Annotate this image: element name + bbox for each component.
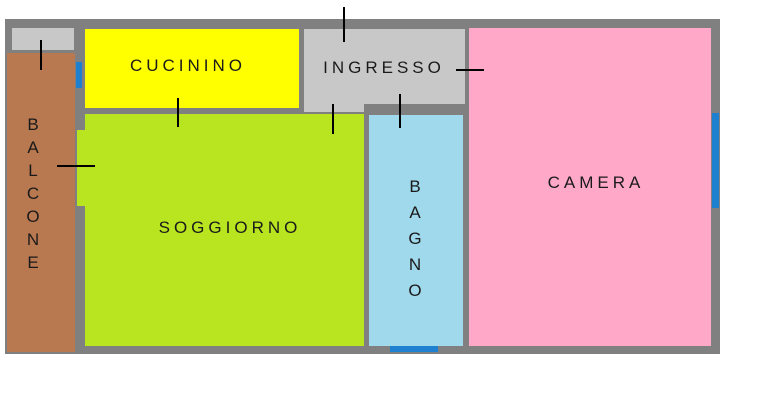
bagno-label-letter: A	[409, 203, 424, 222]
label-cucinino: CUCININO	[130, 56, 246, 75]
door-markers	[40, 7, 484, 167]
label-ingresso: INGRESSO	[323, 58, 445, 77]
room-bagno	[369, 115, 463, 346]
balcone-label-letter: O	[26, 207, 43, 226]
room-cucinino	[85, 29, 299, 108]
balcone-label-letter: L	[28, 161, 41, 180]
window-camera	[712, 113, 719, 208]
label-soggiorno: SOGGIORNO	[159, 218, 302, 237]
room-balcone	[7, 53, 75, 352]
bagno-label-letter: B	[409, 177, 424, 196]
room-soggiorno	[77, 114, 364, 346]
room-ingresso	[304, 29, 465, 112]
balcone-label-letter: N	[27, 230, 43, 249]
balcone-label-letter: A	[27, 138, 42, 157]
bagno-label-letter: N	[409, 255, 425, 274]
window-bagno	[390, 346, 438, 352]
window-balcone	[76, 62, 82, 88]
bagno-label-letter: G	[408, 229, 425, 248]
balcone-label-letter: C	[27, 184, 43, 203]
bagno-label-letter: O	[408, 281, 425, 300]
balcone-label-letter: E	[27, 253, 42, 272]
balcone-label-letter: B	[27, 115, 42, 134]
storage-nook	[12, 28, 74, 50]
room-camera	[469, 28, 711, 346]
label-camera: CAMERA	[548, 173, 645, 192]
